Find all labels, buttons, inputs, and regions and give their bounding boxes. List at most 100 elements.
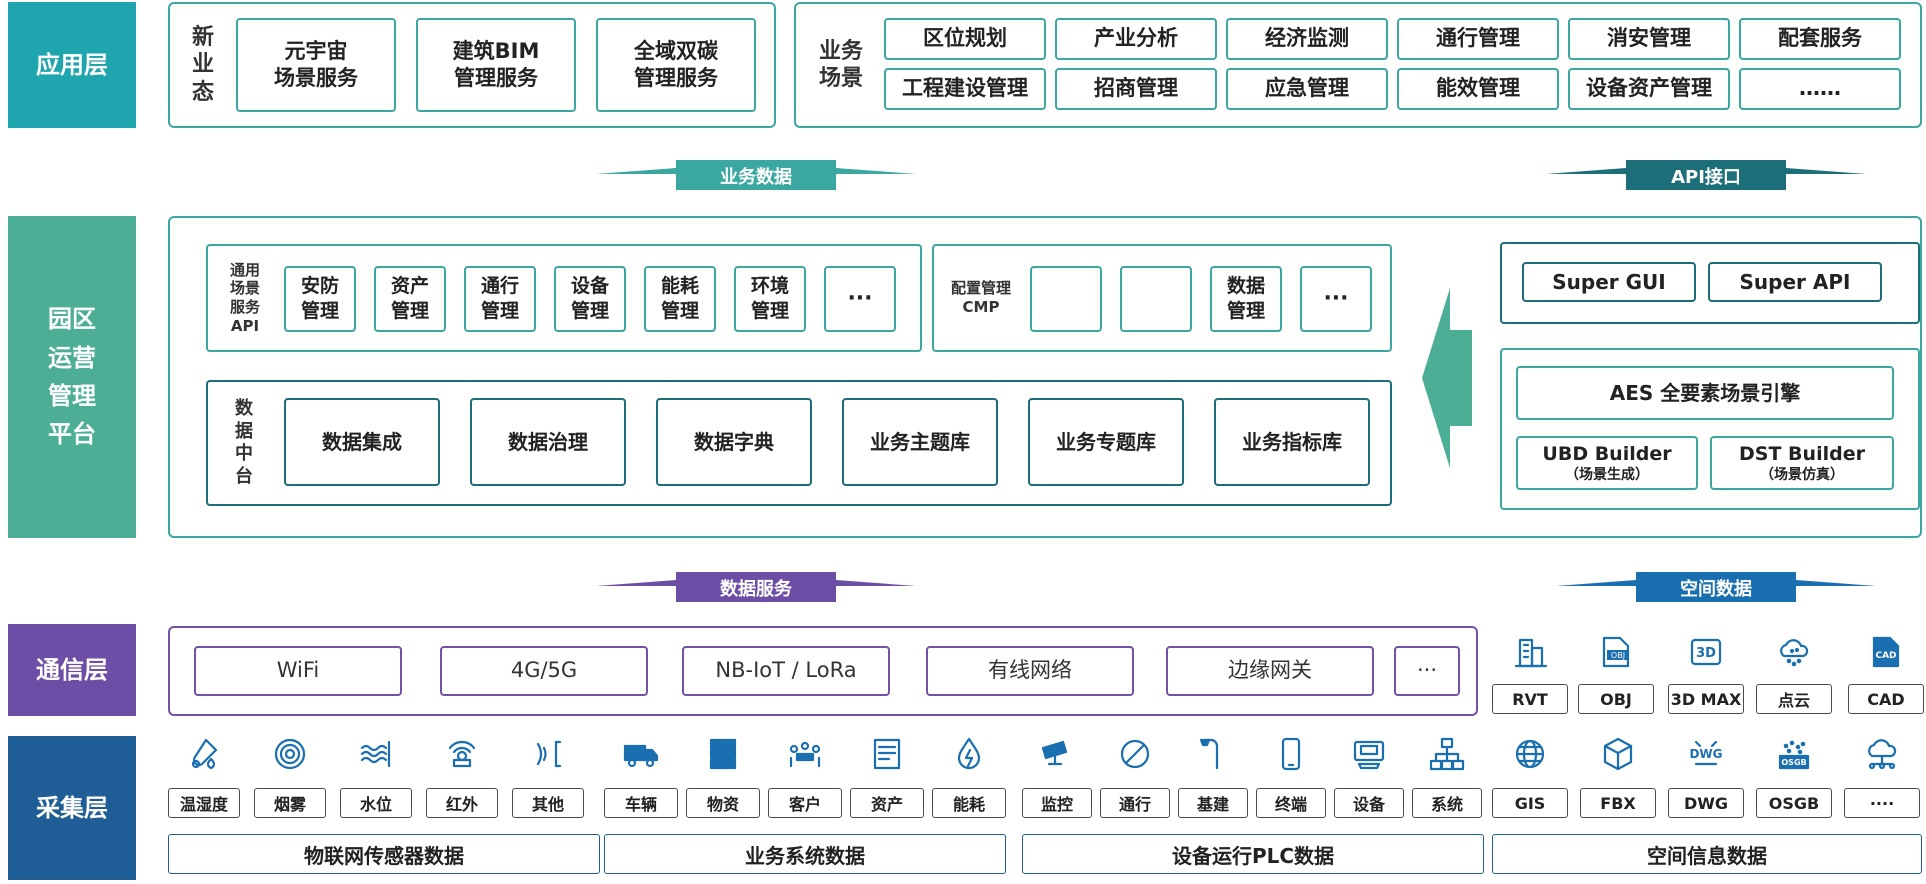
dst-title: DST Builder — [1739, 442, 1865, 465]
collect-item-label: 能耗 — [932, 788, 1006, 818]
business-scene-item: 应急管理 — [1226, 68, 1388, 110]
signal-icon — [524, 730, 572, 778]
meeting-icon — [781, 730, 829, 778]
thermometer-icon — [180, 730, 228, 778]
comm-item: 有线网络 — [926, 646, 1134, 696]
street-lamp-icon — [1189, 730, 1237, 778]
cube-icon — [1594, 730, 1642, 778]
arrow-api-label: API接口 — [1671, 167, 1741, 188]
collect-item-label: FBX — [1580, 788, 1656, 818]
cmp-item — [1120, 266, 1192, 332]
svg-text:OBJ: OBJ — [1611, 651, 1625, 660]
collect-item-label: 设备 — [1334, 788, 1404, 818]
ubd-title: UBD Builder — [1542, 442, 1672, 465]
layer-label-app: 应用层 — [8, 2, 136, 128]
business-scene-item: 配套服务 — [1739, 18, 1901, 60]
truck-icon — [617, 730, 665, 778]
collect-item-label: GIS — [1492, 788, 1568, 818]
platform-label-text: 园区 运营 管理 平台 — [48, 305, 96, 449]
comm-item: NB-IoT / LoRa — [682, 646, 890, 696]
collect-item-label: ···· — [1844, 788, 1920, 818]
water-level-icon — [352, 730, 400, 778]
data-center-label: 数 据 中 台 — [235, 398, 253, 487]
api-service-item: 安防 管理 — [284, 266, 356, 332]
server-icon — [699, 730, 747, 778]
arrow-spatial-data-label: 空间数据 — [1680, 579, 1752, 600]
collect-item-label: 车辆 — [604, 788, 678, 818]
data-center-item: 业务指标库 — [1214, 398, 1370, 486]
svg-text:DWG: DWG — [1689, 747, 1722, 761]
collect-item-label: OSGB — [1756, 788, 1832, 818]
api-more-item: ··· — [824, 266, 896, 332]
cmp-group-label: 配置管理 CMP — [950, 279, 1011, 316]
smoke-detector-icon — [266, 730, 314, 778]
energy-drop-icon — [945, 730, 993, 778]
spatial-format-label: OBJ — [1578, 684, 1654, 714]
svg-text:3D: 3D — [1696, 646, 1716, 661]
point-cloud-icon — [1770, 628, 1818, 676]
layer-label-comm: 通信层 — [8, 624, 136, 716]
dwg-icon: DWG — [1682, 730, 1730, 778]
infrared-icon — [438, 730, 486, 778]
cloud-network-icon — [1858, 730, 1906, 778]
comm-item: 4G/5G — [440, 646, 648, 696]
new-business-item: 全域双碳 管理服务 — [596, 18, 756, 112]
new-business-item: 建筑BIM 管理服务 — [416, 18, 576, 112]
document-icon — [863, 730, 911, 778]
dst-builder-box: DST Builder （场景仿真） — [1710, 436, 1894, 490]
arrow-business-data-label: 业务数据 — [720, 167, 792, 188]
arrow-api — [1546, 160, 1866, 190]
network-icon — [1423, 730, 1471, 778]
data-center-item: 数据字典 — [656, 398, 812, 486]
new-business-item: 元宇宙 场景服务 — [236, 18, 396, 112]
osgb-icon: OSGB — [1770, 730, 1818, 778]
device-icon — [1345, 730, 1393, 778]
collect-item-label: 监控 — [1022, 788, 1092, 818]
collect-item-label: 其他 — [512, 788, 584, 818]
cmp-item: ··· — [1300, 266, 1372, 332]
phone-icon — [1267, 730, 1315, 778]
business-scene-item: …… — [1739, 68, 1901, 110]
arrow-spatial-data — [1556, 572, 1876, 602]
cmp-item — [1030, 266, 1102, 332]
collect-category-biz: 业务系统数据 — [604, 834, 1006, 874]
layer-label-platform: 园区 运营 管理 平台 — [8, 216, 136, 538]
business-scene-item: 区位规划 — [884, 18, 1046, 60]
spatial-format-label: 点云 — [1756, 684, 1832, 714]
comm-item: ··· — [1394, 646, 1460, 696]
3d-icon: 3D — [1682, 628, 1730, 676]
collect-item-label: 客户 — [768, 788, 842, 818]
super-api-box: Super API — [1708, 262, 1882, 302]
collect-item-label: 烟雾 — [254, 788, 326, 818]
collect-item-label: 基建 — [1178, 788, 1248, 818]
data-center-item: 数据集成 — [284, 398, 440, 486]
collect-item-label: 终端 — [1256, 788, 1326, 818]
aes-engine-box: AES 全要素场景引擎 — [1516, 366, 1894, 420]
business-scenes-label: 业务 场景 — [818, 38, 863, 92]
spatial-format-label: RVT — [1492, 684, 1568, 714]
data-center-item: 业务专题库 — [1028, 398, 1184, 486]
api-service-item: 资产 管理 — [374, 266, 446, 332]
business-scene-item: 能效管理 — [1397, 68, 1559, 110]
obj-file-icon: OBJ — [1592, 628, 1640, 676]
api-service-item: 通行 管理 — [464, 266, 536, 332]
dst-sub: （场景仿真） — [1760, 467, 1844, 484]
api-service-item: 设备 管理 — [554, 266, 626, 332]
collect-item-label: 物资 — [686, 788, 760, 818]
arrow-data-service — [596, 572, 916, 602]
svg-text:OSGB: OSGB — [1781, 758, 1806, 767]
business-scene-item: 产业分析 — [1055, 18, 1217, 60]
collect-item-label: 温湿度 — [168, 788, 240, 818]
new-business-label: 新 业 态 — [191, 24, 214, 105]
business-scene-item: 工程建设管理 — [884, 68, 1046, 110]
spatial-format-label: CAD — [1848, 684, 1924, 714]
collect-item-label: 资产 — [850, 788, 924, 818]
super-gui-box: Super GUI — [1522, 262, 1696, 302]
comm-item: WiFi — [194, 646, 402, 696]
business-scene-item: 通行管理 — [1397, 18, 1559, 60]
collect-category-iot: 物联网传感器数据 — [168, 834, 600, 874]
api-group-label: 通用 场景 服务 API — [229, 260, 260, 335]
globe-icon — [1506, 730, 1554, 778]
svg-text:CAD: CAD — [1875, 651, 1896, 661]
ubd-builder-box: UBD Builder （场景生成） — [1516, 436, 1698, 490]
